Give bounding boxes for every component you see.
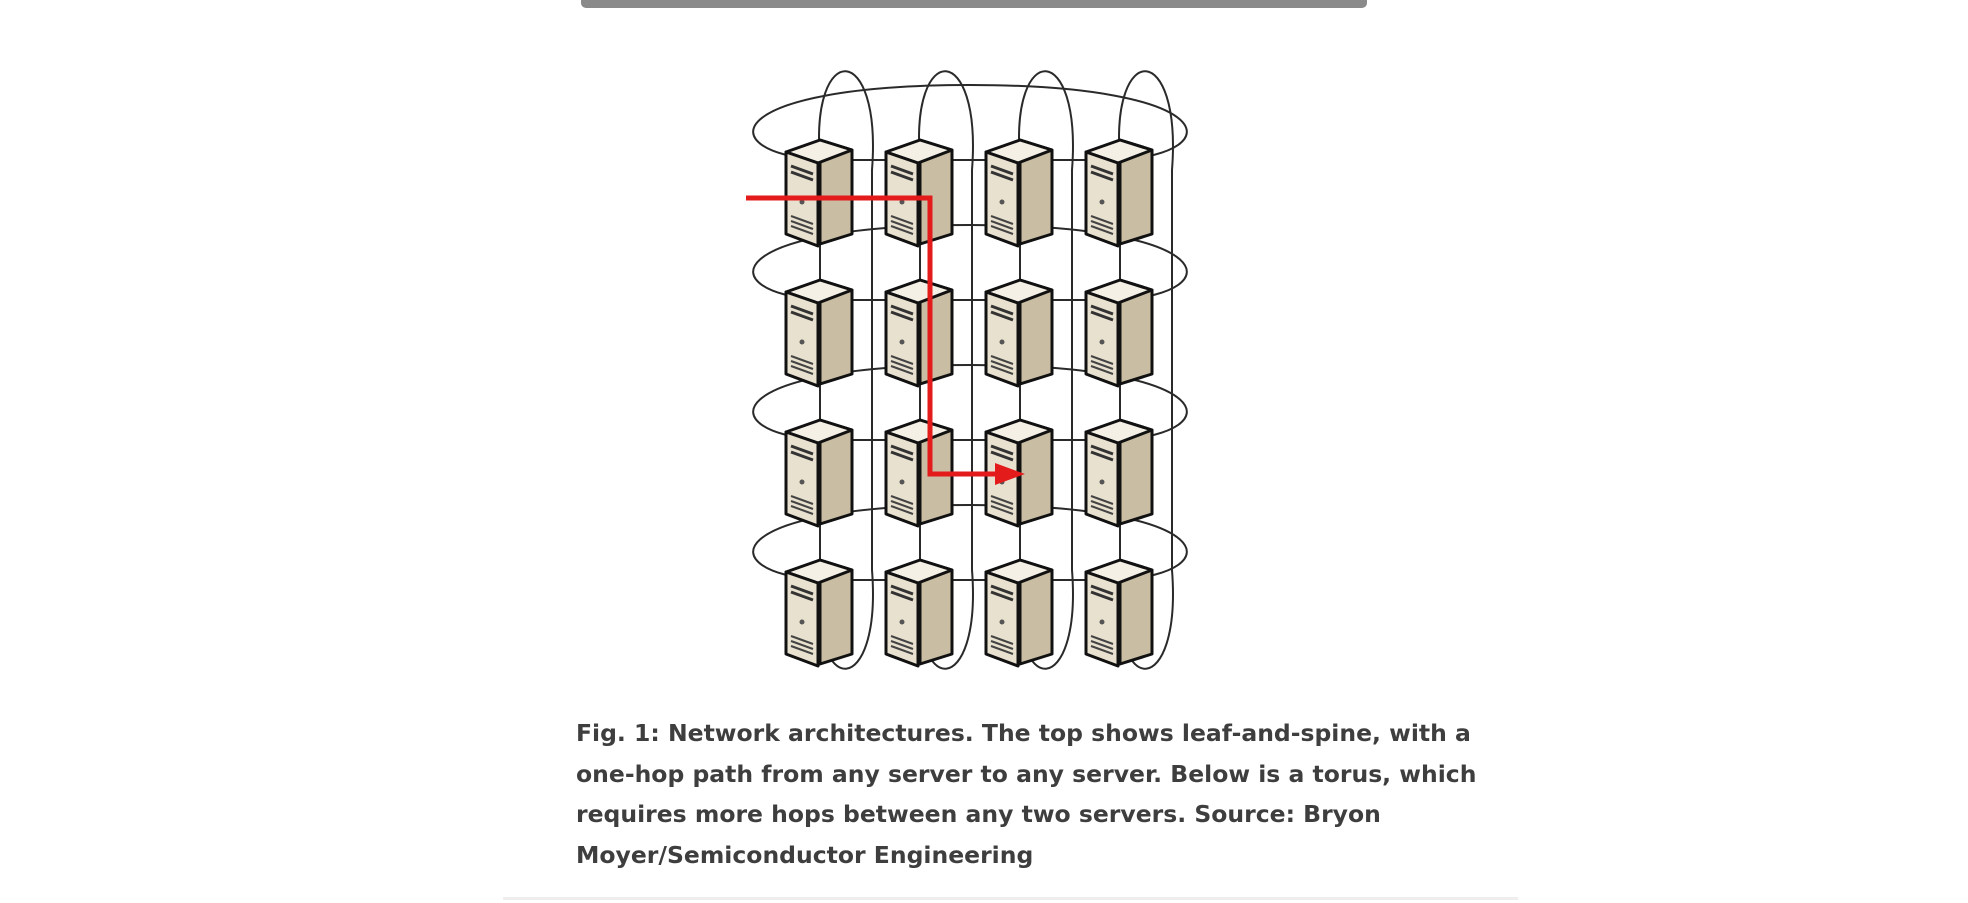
server-power-light [899, 339, 905, 345]
server-drive-bays [990, 584, 1014, 602]
server-tower-icon [1084, 138, 1154, 248]
row-wraparound-loop [752, 363, 1188, 441]
server-power-light [799, 619, 805, 625]
server-grid [784, 138, 1154, 668]
server-front-face [1084, 430, 1120, 528]
server-vents [1090, 355, 1114, 375]
server-vents [890, 355, 914, 375]
server-vents [890, 495, 914, 515]
server-vents [1090, 495, 1114, 515]
server-drive-bays [790, 444, 814, 462]
server-power-light [899, 479, 905, 485]
server-drive-bays [1090, 584, 1114, 602]
server-vents [790, 215, 814, 235]
row-wraparound-loop [752, 503, 1188, 581]
server-tower-icon [984, 278, 1054, 388]
server-power-light [1099, 479, 1105, 485]
server-vents [890, 215, 914, 235]
server-power-light [1099, 199, 1105, 205]
server-vents [790, 355, 814, 375]
server-front-face [1084, 570, 1120, 668]
server-drive-bays [790, 304, 814, 322]
server-front-face [784, 570, 820, 668]
server-front-face [884, 570, 920, 668]
server-drive-bays [890, 584, 914, 602]
server-vents [890, 635, 914, 655]
server-front-face [1084, 150, 1120, 248]
server-power-light [1099, 339, 1105, 345]
torus-network-diagram [746, 70, 1188, 670]
server-tower-icon [884, 278, 954, 388]
server-vents [990, 355, 1014, 375]
server-drive-bays [890, 444, 914, 462]
server-front-face [784, 430, 820, 528]
server-tower-icon [784, 138, 854, 248]
row-wraparound-loop [752, 83, 1188, 161]
server-power-light [899, 619, 905, 625]
figure-caption: Fig. 1: Network architectures. The top s… [576, 719, 1477, 869]
server-drive-bays [990, 304, 1014, 322]
server-vents [990, 635, 1014, 655]
server-front-face [984, 150, 1020, 248]
server-front-face [784, 290, 820, 388]
server-drive-bays [890, 164, 914, 182]
row-wraparound-loop [752, 223, 1188, 301]
server-drive-bays [1090, 304, 1114, 322]
server-tower-icon [1084, 558, 1154, 668]
server-vents [790, 635, 814, 655]
server-power-light [999, 619, 1005, 625]
server-power-light [999, 199, 1005, 205]
server-power-light [999, 339, 1005, 345]
server-tower-icon [1084, 418, 1154, 528]
server-vents [1090, 215, 1114, 235]
server-tower-icon [984, 138, 1054, 248]
routing-path-arrowhead [995, 463, 1025, 485]
server-power-light [1099, 619, 1105, 625]
server-tower-icon [784, 278, 854, 388]
server-tower-icon [1084, 278, 1154, 388]
server-vents [1090, 635, 1114, 655]
server-vents [790, 495, 814, 515]
routing-path-line [746, 195, 995, 477]
server-tower-icon [784, 418, 854, 528]
server-power-light [799, 199, 805, 205]
server-tower-icon [984, 418, 1054, 528]
server-power-light [799, 339, 805, 345]
server-tower-icon [784, 558, 854, 668]
server-drive-bays [1090, 164, 1114, 182]
server-power-light [899, 199, 905, 205]
server-front-face [984, 570, 1020, 668]
server-drive-bays [990, 444, 1014, 462]
server-tower-icon [984, 558, 1054, 668]
server-drive-bays [1090, 444, 1114, 462]
server-drive-bays [990, 164, 1014, 182]
server-tower-icon [884, 558, 954, 668]
server-front-face [1084, 290, 1120, 388]
divider [503, 897, 1518, 900]
server-tower-icon [884, 138, 954, 248]
server-drive-bays [790, 584, 814, 602]
server-vents [990, 215, 1014, 235]
server-front-face [884, 290, 920, 388]
server-power-light [799, 479, 805, 485]
routing-path [746, 195, 1025, 485]
server-drive-bays [790, 164, 814, 182]
server-vents [990, 495, 1014, 515]
server-drive-bays [890, 304, 914, 322]
scrollbar-thumb[interactable] [581, 0, 1367, 8]
server-front-face [884, 430, 920, 528]
server-front-face [984, 290, 1020, 388]
